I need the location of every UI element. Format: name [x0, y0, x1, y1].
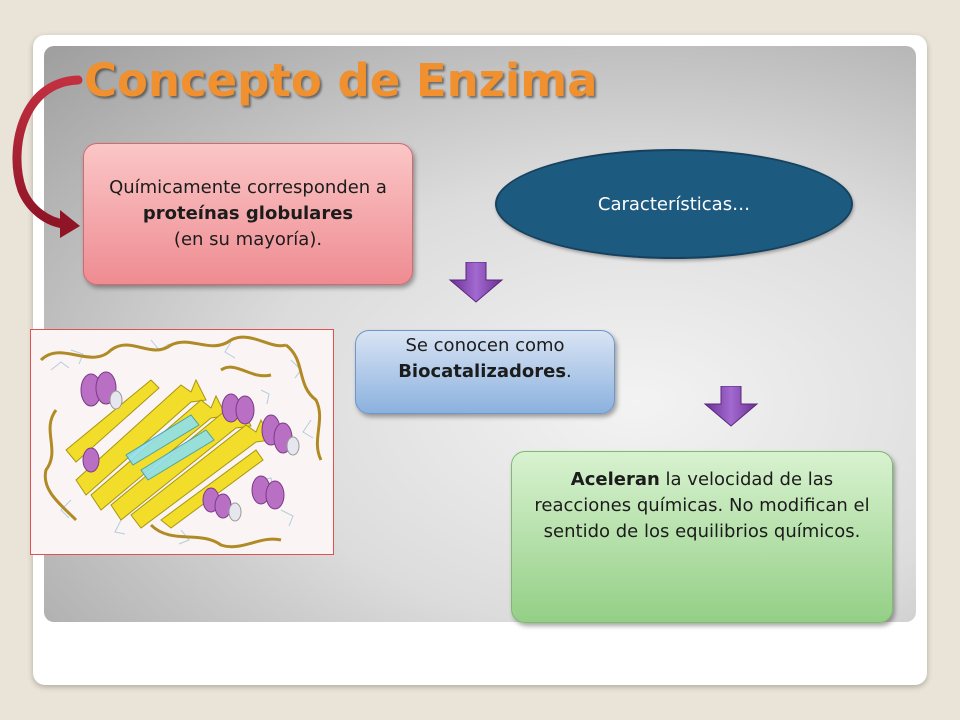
function-text: la velocidad de las reacciones químicas.… — [534, 469, 870, 542]
down-arrow-icon — [448, 262, 504, 303]
function-bold: Aceleran — [570, 469, 660, 490]
protein-structure-image — [30, 329, 334, 555]
characteristics-oval: Características… — [495, 149, 853, 259]
function-box: Aceleran la velocidad de las reacciones … — [511, 451, 893, 623]
characteristics-label: Características… — [597, 193, 751, 215]
biocatalyst-bold: Biocatalizadores — [398, 361, 567, 382]
definition-text-1: Químicamente corresponden a — [109, 177, 387, 198]
definition-text-3: (en su mayoría). — [173, 229, 323, 250]
biocatalyst-box: Se conocen como Biocatalizadores. — [355, 330, 615, 414]
biocatalyst-tail: . — [566, 361, 572, 382]
biocatalyst-text-1: Se conocen como — [405, 335, 565, 356]
definition-bold: proteínas globulares — [142, 203, 354, 224]
down-arrow-icon — [703, 386, 759, 427]
slide-title: Concepto de Enzima — [84, 54, 598, 107]
definition-box: Químicamente corresponden a proteínas gl… — [83, 143, 413, 285]
